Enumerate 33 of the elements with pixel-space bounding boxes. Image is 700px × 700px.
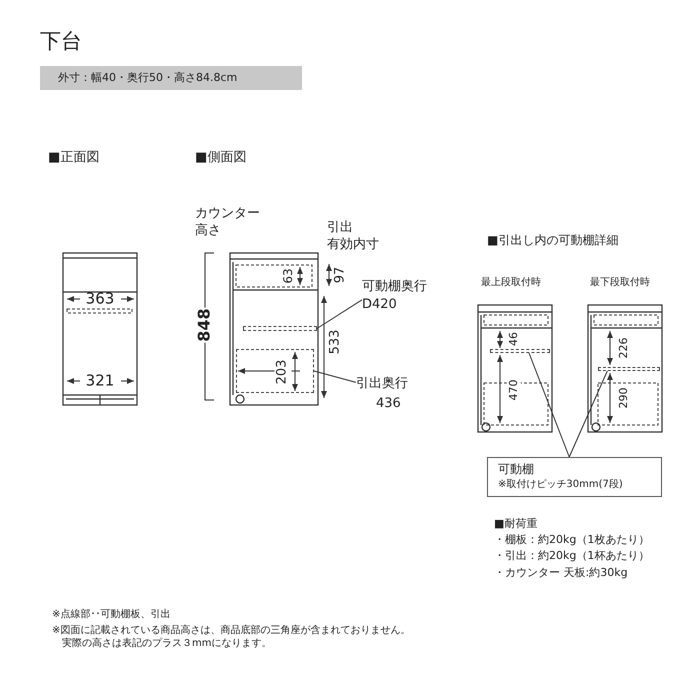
label-text: ■耐荷重 [494,517,538,532]
label-text: 引出有効内寸 [327,220,380,254]
label-text: ・カウンター 天板:約30kg [494,566,628,580]
callout-label: 可動棚奥行 D420 [362,278,438,314]
label-text: 最下段取付時 [590,276,650,289]
dimension-value: 436 [376,396,401,411]
label-text: ※点線部･･可動棚板、引出 [52,608,170,621]
callout-label: 引出奥行 [356,375,408,392]
label-text: ・引出：約20kg（1杯あたり） [494,549,650,564]
dimension-value: 470 [506,378,522,402]
label-text: 最上段取付時 [481,276,541,289]
leader-line [316,299,362,329]
note-text: ※図面に記載されている商品高さは、商品底部の三角座が含まれておりません。実際の高さは表記のプラス３mmになります。 [52,624,412,650]
box-note: ※取付けピッチ30mm(7段) [498,478,624,492]
dashed-shelf [243,326,317,331]
dashed-shelf [598,367,660,371]
dimension-value: 363 [86,289,114,309]
label-text: ■側面図 [195,150,246,167]
box-heading: 可動棚 [498,461,535,478]
spec-bar: 外寸：幅40・奥行50・高さ84.8cm [40,66,302,90]
dimension-value: 321 [86,371,114,391]
leader-line [528,352,570,458]
label-text: ■引出し内の可動棚詳細 [487,233,618,249]
dimension-value: 203 [274,358,292,386]
label-text: カウンター高さ [195,206,261,240]
dashed-drawer [236,349,314,393]
leader-line [568,370,608,458]
label-text: ■正面図 [48,150,100,167]
title: 下台 [40,28,82,55]
dashed-shelf [490,349,550,353]
leader-line [314,370,356,383]
label-text: ・棚板：約20kg（1枚あたり） [494,533,650,548]
callout-box [487,457,662,497]
